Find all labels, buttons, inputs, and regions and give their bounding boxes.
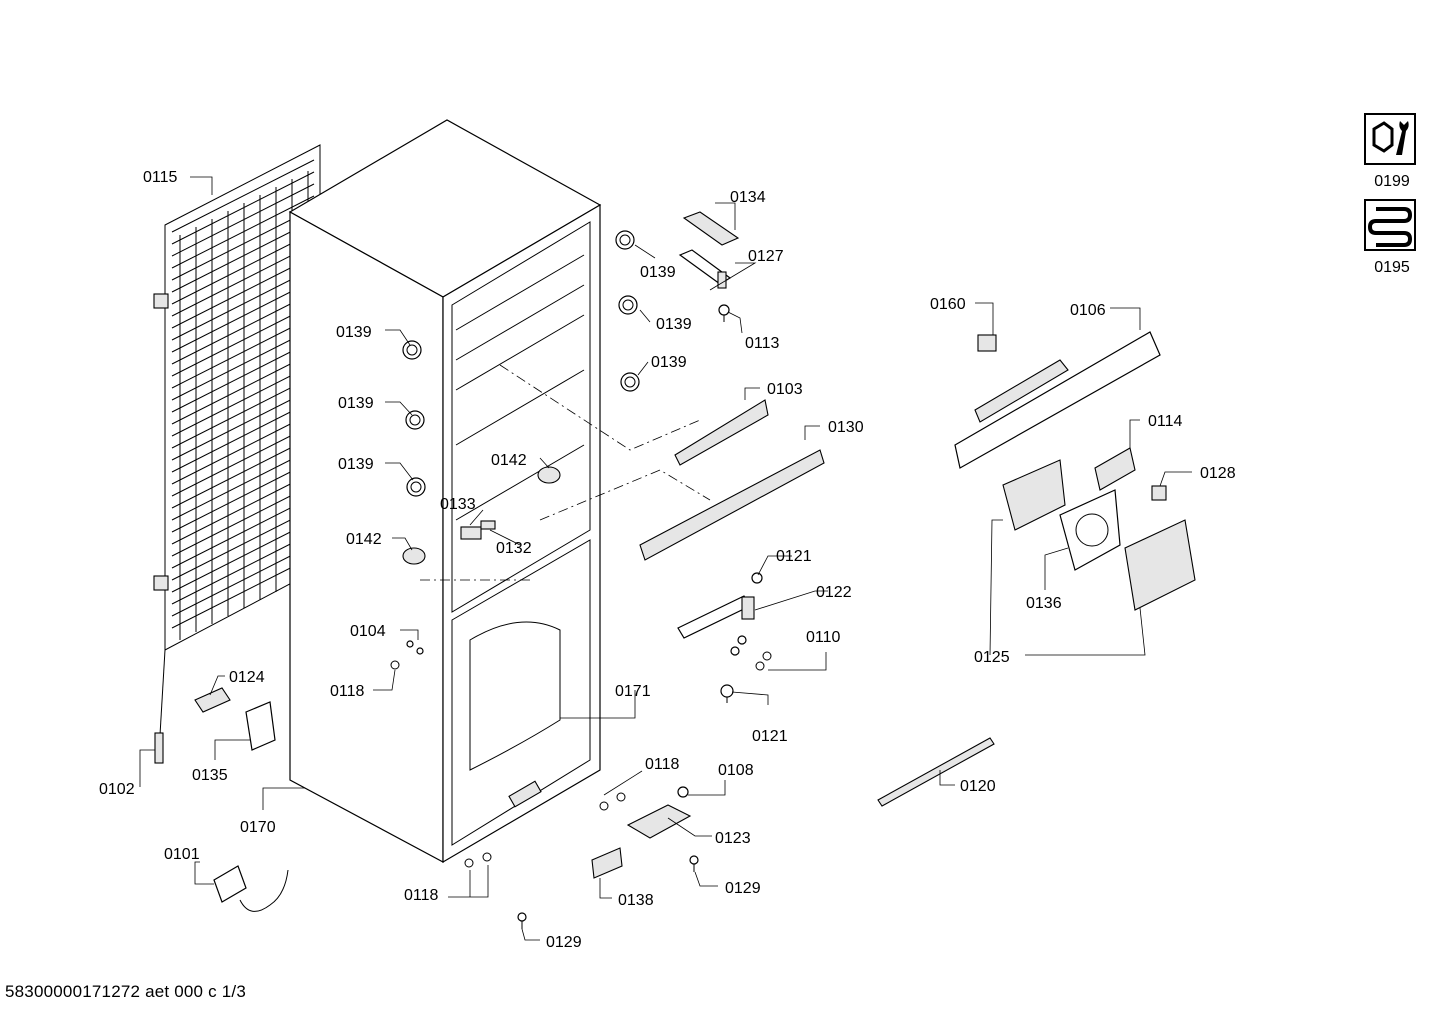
air-flap (1124, 519, 1196, 611)
symbol-label-0195: 0195 (1374, 259, 1410, 276)
label-0104: 0104 (350, 623, 386, 640)
label-0101: 0101 (164, 846, 200, 863)
label-0115: 0115 (143, 169, 178, 186)
label-0139c: 0139 (651, 354, 687, 371)
bottom-parts (464, 786, 699, 929)
label-0170: 0170 (240, 819, 276, 836)
label-0118b: 0118 (645, 756, 680, 773)
part-labels: 0115 0134 0127 0139 0139 0139 0113 0139 … (99, 169, 1236, 951)
connector-0160 (977, 334, 997, 352)
label-0103: 0103 (767, 381, 803, 398)
drier-0102 (154, 732, 164, 764)
coil-heater-icon (1364, 199, 1416, 251)
label-0139f: 0139 (338, 456, 374, 473)
label-0130: 0130 (828, 419, 864, 436)
document-code: 58300000171272 aet 000 c 1/3 (5, 982, 246, 1001)
switch-parts (460, 520, 496, 540)
door-rail-0130 (639, 449, 825, 561)
label-0127: 0127 (748, 248, 784, 265)
thermostat-0124-0135 (194, 687, 276, 751)
symbol-label-0199: 0199 (1374, 173, 1410, 190)
assembly-guide-lines (420, 364, 711, 581)
cabinet-body (288, 119, 602, 864)
label-0118c: 0118 (404, 887, 439, 904)
label-0129a: 0129 (725, 880, 761, 897)
condenser-coil (153, 144, 321, 736)
label-0106: 0106 (1070, 302, 1106, 319)
label-0142b: 0142 (346, 531, 382, 548)
label-0160: 0160 (930, 296, 966, 313)
label-0125: 0125 (974, 649, 1010, 666)
label-0136: 0136 (1026, 595, 1062, 612)
middle-hinge (677, 572, 772, 703)
label-0135: 0135 (192, 767, 228, 784)
leader-lines (139, 176, 1192, 941)
tool-wrench-icon (1364, 113, 1416, 165)
label-0132: 0132 (496, 540, 532, 557)
bracket-0114 (1094, 447, 1136, 491)
base-rail-0120 (877, 737, 995, 807)
screw-0113 (718, 304, 730, 322)
label-0139a: 0139 (640, 264, 676, 281)
label-0138: 0138 (618, 892, 654, 909)
label-0110: 0110 (806, 629, 841, 646)
lamp-covers (402, 466, 561, 565)
label-0128: 0128 (1200, 465, 1236, 482)
label-0139e: 0139 (338, 395, 374, 412)
sensor-0128 (1151, 485, 1167, 501)
label-0122: 0122 (816, 584, 852, 601)
label-0171: 0171 (615, 683, 651, 700)
small-screws (390, 640, 424, 670)
lamp-holders (402, 230, 640, 497)
label-0139d: 0139 (336, 324, 372, 341)
label-0102: 0102 (99, 781, 135, 798)
hinge-cover-top (682, 211, 740, 246)
label-0124: 0124 (229, 669, 265, 686)
label-0118a: 0118 (330, 683, 365, 700)
label-0139b: 0139 (656, 316, 692, 333)
fan-0136 (1059, 489, 1121, 571)
label-0121b: 0121 (752, 728, 788, 745)
label-0121a: 0121 (776, 548, 812, 565)
label-0142a: 0142 (491, 452, 527, 469)
control-panel-0106 (954, 331, 1161, 469)
label-0129b: 0129 (546, 934, 582, 951)
control-cover (674, 399, 769, 466)
label-0134: 0134 (730, 189, 766, 206)
power-cord-0101 (213, 865, 289, 912)
label-0133: 0133 (440, 496, 476, 513)
label-0120: 0120 (960, 778, 996, 795)
fan-duct-0125 (1002, 459, 1066, 531)
label-0123: 0123 (715, 830, 751, 847)
label-0113: 0113 (745, 335, 780, 352)
label-0114: 0114 (1148, 413, 1183, 430)
label-0108: 0108 (718, 762, 754, 779)
